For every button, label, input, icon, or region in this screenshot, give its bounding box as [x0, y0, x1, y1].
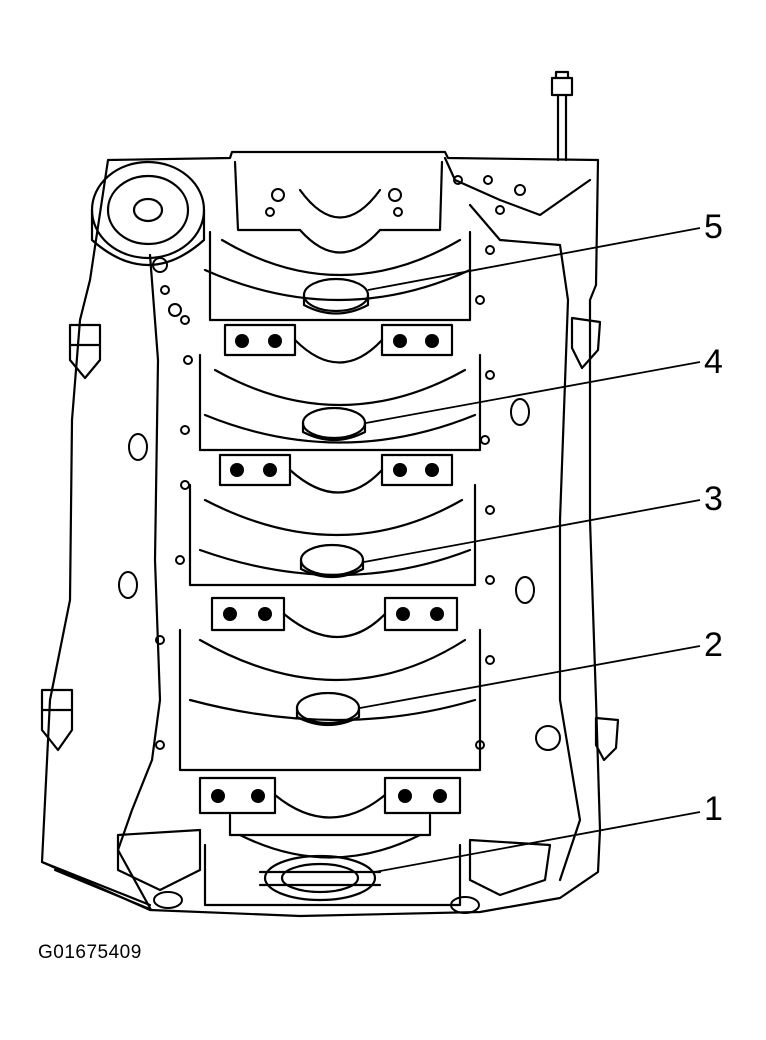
- callout-label-2: 2: [704, 626, 723, 664]
- callout-label-4: 4: [704, 343, 723, 381]
- right-side-wall: [443, 156, 592, 217]
- cap-bolts: [211, 334, 447, 803]
- seal-housing-side: [90, 208, 206, 267]
- bearing-station-5: [203, 160, 472, 322]
- seal-housing-inner: [132, 197, 164, 223]
- front-flange-right: [468, 838, 552, 897]
- callout-label-3: 3: [704, 480, 723, 518]
- right-tab-lower: [594, 716, 620, 762]
- seal-housing-mid: [106, 174, 190, 246]
- left-tab-lower: [40, 688, 74, 752]
- leader-line-3: [363, 499, 701, 563]
- leader-line-5: [367, 227, 701, 291]
- rail-bolt-holes: [152, 175, 561, 751]
- block-outline: [40, 150, 602, 918]
- dipstick-tube: [550, 70, 574, 162]
- left-tab-upper: [68, 323, 102, 380]
- bearing-station-3: [188, 453, 477, 587]
- lower-left-lines: [40, 860, 154, 912]
- pan-rail-right: [468, 203, 582, 882]
- callout-label-5: 5: [704, 208, 723, 246]
- leader-lines: [359, 227, 701, 873]
- front-flange: [116, 828, 202, 892]
- leader-line-4: [365, 361, 701, 424]
- bearing-station-2: [178, 596, 482, 772]
- core-plugs: [118, 398, 535, 914]
- callout-label-1: 1: [704, 790, 723, 828]
- bearing-station-1: [198, 776, 462, 907]
- leader-line-2: [359, 645, 701, 709]
- right-tab-upper: [570, 316, 602, 370]
- figure-id-label: G01675409: [38, 942, 142, 963]
- leader-line-1: [374, 811, 701, 873]
- pan-rail-left: [116, 253, 162, 910]
